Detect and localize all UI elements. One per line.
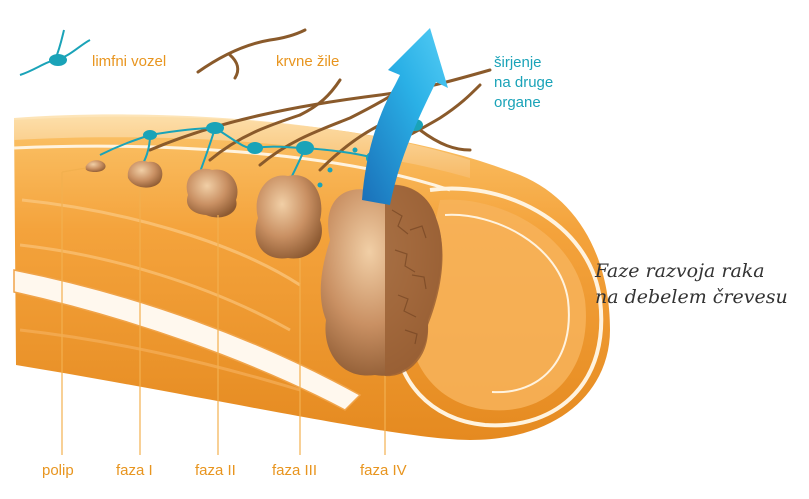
- tumor-stage-1: [128, 161, 163, 188]
- stage-label-stage-3: faza III: [272, 462, 317, 479]
- lymph-node-label: limfni vozel: [92, 53, 166, 70]
- caption-line-2: na debelem črevesu: [595, 284, 788, 310]
- stage-label-stage-2: faza II: [195, 462, 236, 479]
- stage-label-polyp: polip: [42, 462, 74, 479]
- tumor-stage-3: [256, 175, 322, 258]
- spread-label: širjenje na druge organe: [494, 53, 553, 113]
- spread-label-line-1: širjenje: [494, 53, 553, 73]
- stage-label-stage-1: faza I: [116, 462, 153, 479]
- stage-label-stage-4: faza IV: [360, 462, 407, 479]
- spread-label-line-3: organe: [494, 93, 553, 113]
- diagram-caption: Faze razvoja raka na debelem črevesu: [595, 258, 788, 310]
- caption-line-1: Faze razvoja raka: [595, 258, 788, 284]
- blood-vessel-label: krvne žile: [276, 53, 339, 70]
- tumor-stage-2: [187, 169, 238, 218]
- lymph-node-legend-icon: [20, 30, 90, 75]
- spread-label-line-2: na druge: [494, 73, 553, 93]
